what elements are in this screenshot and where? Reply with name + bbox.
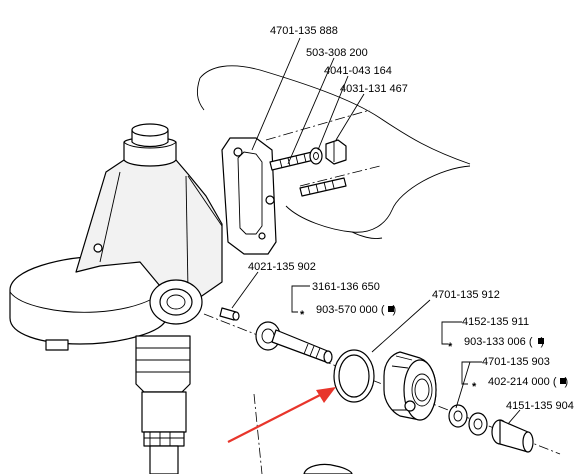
- label-washer: 4041-043 164: [324, 65, 392, 77]
- partial-disc: [303, 463, 353, 474]
- o-ring: [333, 349, 375, 403]
- red-arrow: [227, 387, 336, 443]
- label-small-washers: 4701-135 903: [482, 356, 550, 368]
- shaft: [255, 321, 333, 364]
- label-o-ring: 4701-135 912: [432, 289, 500, 301]
- star-icon: *: [472, 381, 477, 393]
- label-hex-nut: 4031-131 467: [340, 83, 408, 95]
- square-marker-icon: [388, 306, 394, 312]
- washer: [309, 147, 323, 165]
- threaded-nut: [383, 351, 437, 421]
- label-threaded-nut: 4152-135 911: [462, 316, 529, 328]
- square-marker-icon: [560, 378, 566, 384]
- star-icon: *: [300, 309, 305, 321]
- leader-lines: [231, 37, 521, 425]
- label-shaft: 3161-136 650: [312, 281, 380, 293]
- label-kit-3: 402-214 000 (): [488, 376, 568, 388]
- label-bushing: 4151-135 904: [506, 400, 574, 412]
- label-mounting-plate: 4701-135 888: [270, 25, 338, 37]
- steering-housing: [9, 123, 223, 474]
- label-kit-2: 903-133 006 (): [464, 336, 544, 348]
- stud-lower: [299, 177, 347, 197]
- hex-nut: [325, 139, 347, 165]
- label-small-pin: 4021-135 902: [248, 261, 316, 273]
- body-contour: [196, 65, 471, 239]
- small-washer-2: [468, 412, 488, 436]
- square-marker-icon: [538, 338, 544, 344]
- bushing: [491, 419, 534, 453]
- part-labels: 4701-135 888 503-308 200 4041-043 164 40…: [248, 25, 574, 412]
- small-pin: [219, 307, 240, 321]
- label-stud: 503-308 200: [306, 47, 368, 59]
- label-kit-1: 903-570 000 (): [316, 304, 396, 316]
- star-icon: *: [448, 341, 453, 353]
- small-washer-1: [448, 404, 468, 428]
- mounting-plate: [221, 137, 277, 255]
